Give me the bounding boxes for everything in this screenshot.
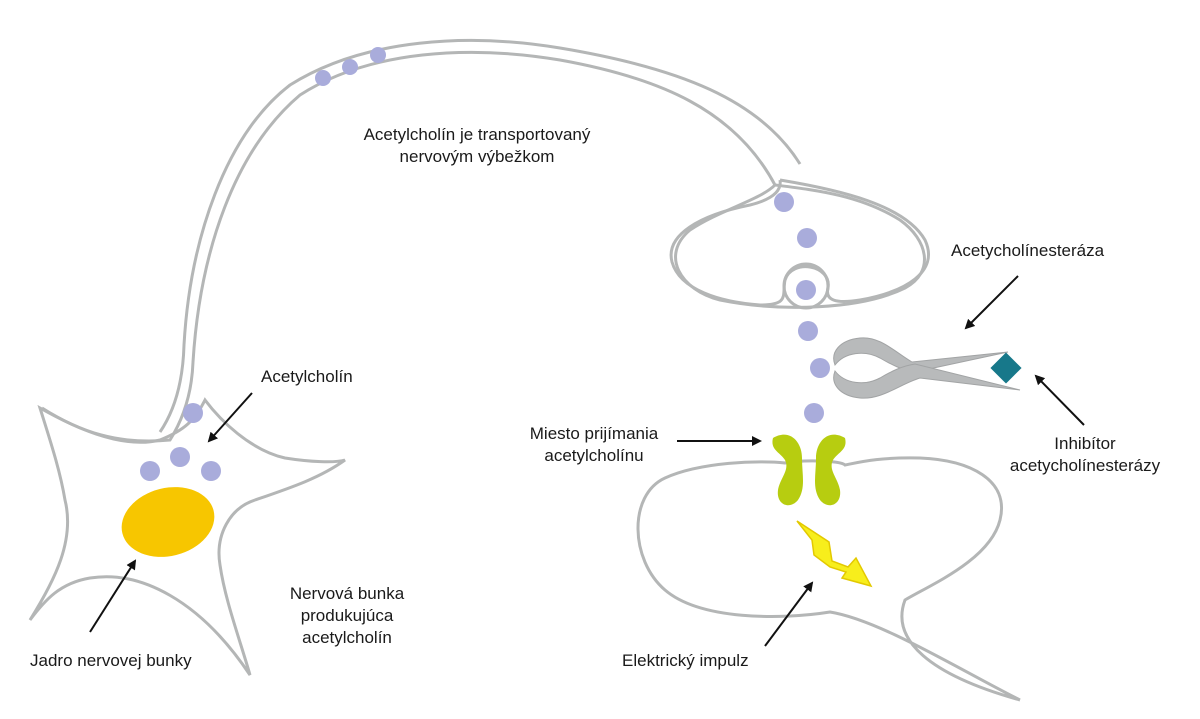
cell-nucleus — [121, 487, 215, 557]
acetylcholine-molecule-icon — [183, 403, 203, 423]
acetylcholine-molecule-icon — [804, 403, 824, 423]
transport-label: Acetylcholín je transportovaný nervovým … — [332, 124, 622, 168]
acetylcholine-molecule-icon — [810, 358, 830, 378]
esterase-label: Acetycholínesteráza — [951, 241, 1105, 260]
receptor-site-label-line2: acetylcholínu — [544, 446, 644, 465]
acetylcholine-label: Acetylcholín — [261, 367, 353, 386]
acetylcholine-molecule-icon — [201, 461, 221, 481]
nerve-cell-label-line3: acetylcholín — [302, 628, 392, 647]
acetylcholine-molecule-icon — [796, 280, 816, 300]
impulse-arrow — [764, 581, 814, 647]
nucleus-label: Jadro nervovej bunky — [30, 651, 192, 670]
inhibitor-label: Inhibítor acetycholínesterázy — [995, 433, 1175, 477]
inhibitor-label-line1: Inhibítor — [1054, 434, 1116, 453]
annotation-arrows — [89, 275, 1085, 647]
neuron-soma — [28, 397, 346, 676]
inhibitor-arrow — [1034, 374, 1085, 426]
impulse-label: Elektrický impulz — [622, 651, 749, 670]
nucleus-arrow — [89, 559, 137, 633]
nerve-cell-label-line2: produkujúca — [300, 606, 394, 625]
acetylcholine-molecule-icon — [170, 447, 190, 467]
nerve-cell-label-line1: Nervová bunka — [289, 584, 405, 603]
esterase-arrow — [964, 275, 1019, 330]
acetylcholine-molecule-icon — [315, 70, 331, 86]
scissors-shaped-enzyme-icon — [833, 337, 1021, 399]
nerve-cell-label: Nervová bunka produkujúca acetylcholín — [272, 583, 422, 649]
diamond-inhibitor-icon — [990, 352, 1022, 384]
acetylcholine-molecule-icon — [370, 47, 386, 63]
lightning-bolt-icon — [796, 520, 873, 588]
vesicle-ring — [782, 262, 830, 310]
acetylcholine-molecule-icon — [798, 321, 818, 341]
receptor-site-label-line1: Miesto prijímania — [529, 424, 659, 443]
acetylcholine-arrow — [207, 392, 253, 443]
transport-label-line1: Acetylcholín je transportovaný — [363, 125, 591, 144]
receptor-pair-icon — [772, 434, 846, 506]
acetylcholine-molecule-icon — [140, 461, 160, 481]
acetylcholine-molecules — [140, 47, 830, 481]
transport-label-line2: nervovým výbežkom — [399, 147, 555, 166]
acetylcholine-molecule-icon — [797, 228, 817, 248]
inhibitor-label-line2: acetycholínesterázy — [1009, 456, 1161, 475]
acetylcholine-molecule-icon — [774, 192, 794, 212]
receptor-site-label: Miesto prijímania acetylcholínu — [514, 423, 674, 467]
neuron-cell-body — [41, 39, 926, 443]
acetylcholine-molecule-icon — [342, 59, 358, 75]
